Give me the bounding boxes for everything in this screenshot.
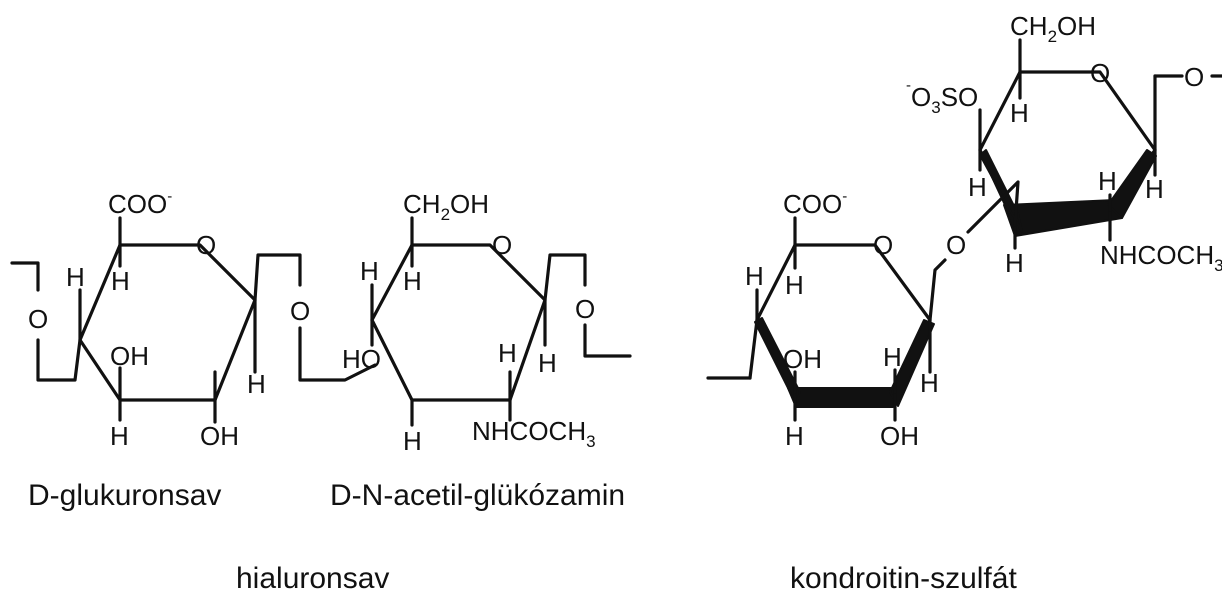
lower-h-c1: H [920,368,939,398]
bond-glycosidic-up [253,253,302,302]
hyaluronic-glucosamine-ring [298,216,632,427]
upper-link-oxygen: O [1184,62,1204,92]
lower-oh-c3: OH [783,344,822,374]
bond-glycosidic-down [298,326,377,382]
bond-c1-glycosidic [928,258,947,322]
glucosamine-h-c3: H [403,426,422,456]
upper-h-c1: H [1145,174,1164,204]
bond-right-chain [583,323,632,358]
upper-h-c2-lower: H [1005,248,1024,278]
lower-h-c5: H [785,270,804,300]
label-d-glucuronic: D-glukuronsav [28,479,221,512]
glucosamine-nhcoch3: NHCOCH3 [472,416,596,451]
lower-ring-wedge [787,387,899,408]
bond-link-to-lower [966,180,1020,234]
hyaluronic-glucuronic-ring [10,216,302,424]
glucuronic-ring-bonds [78,243,257,402]
glucosamine-right-link-oxygen: O [575,294,595,324]
upper-h-c4: H [1010,98,1029,128]
glucuronic-oh-c2: OH [200,421,239,451]
lower-glycosidic-oxygen: O [946,230,966,260]
upper-ring-oxygen: O [1090,58,1110,88]
upper-sulfate: -O3SO [906,77,978,117]
glucosamine-ch2oh: CH2OH [403,189,489,224]
chondroitin-upper-ring [966,38,1222,250]
glucosamine-ring-oxygen: O [492,230,512,260]
upper-ch2oh: CH2OH [1010,11,1096,46]
lower-ring-wedge-left [754,317,801,405]
glycosidic-oxygen: O [290,296,310,326]
lower-ring-oxygen: O [873,230,893,260]
glucuronic-ring-oxygen: O [196,230,216,260]
glucosamine-h-c2: H [498,338,517,368]
upper-ring-wedge-left [979,149,1023,233]
glucuronic-h-c5: H [111,266,130,296]
bond-right-link [543,253,587,302]
glucosamine-h-c4: H [360,256,379,286]
glucuronic-oh-c3: OH [110,341,149,371]
lower-h-c3: H [785,421,804,451]
label-hyaluronic-acid: hialuronsav [236,562,389,595]
label-d-n-acetyl-glucosamine: D-N-acetil-glükózamin [330,479,625,512]
upper-h-c3: H [968,172,987,202]
chondroitin-lower-ring [706,216,947,422]
upper-nhcoch3: NHCOCH3 [1100,240,1222,275]
upper-h-c2-upper: H [1098,166,1117,196]
glucosamine-h-c5: H [403,266,422,296]
bond-left-chain [10,261,40,292]
glucosamine-h-c1: H [538,348,557,378]
glucuronic-h-c3: H [110,421,129,451]
glucosamine-ho-c3: HO [342,344,381,374]
bond-left-chain-lower [748,318,759,380]
glucuronic-h-c1: H [247,369,266,399]
lower-h-c2: H [883,342,902,372]
glucuronic-carboxylate: COO- [108,188,172,219]
label-chondroitin-sulfate: kondroitin-szulfát [790,562,1017,595]
lower-oh-c2: OH [880,421,919,451]
bond-left-link [36,338,82,382]
glucuronic-left-link-oxygen: O [28,304,48,334]
glucosamine-ring-bonds [370,243,547,402]
lower-h-c4: H [745,261,764,291]
lower-carboxylate: COO- [783,188,847,219]
glucuronic-h-c4: H [66,262,85,292]
